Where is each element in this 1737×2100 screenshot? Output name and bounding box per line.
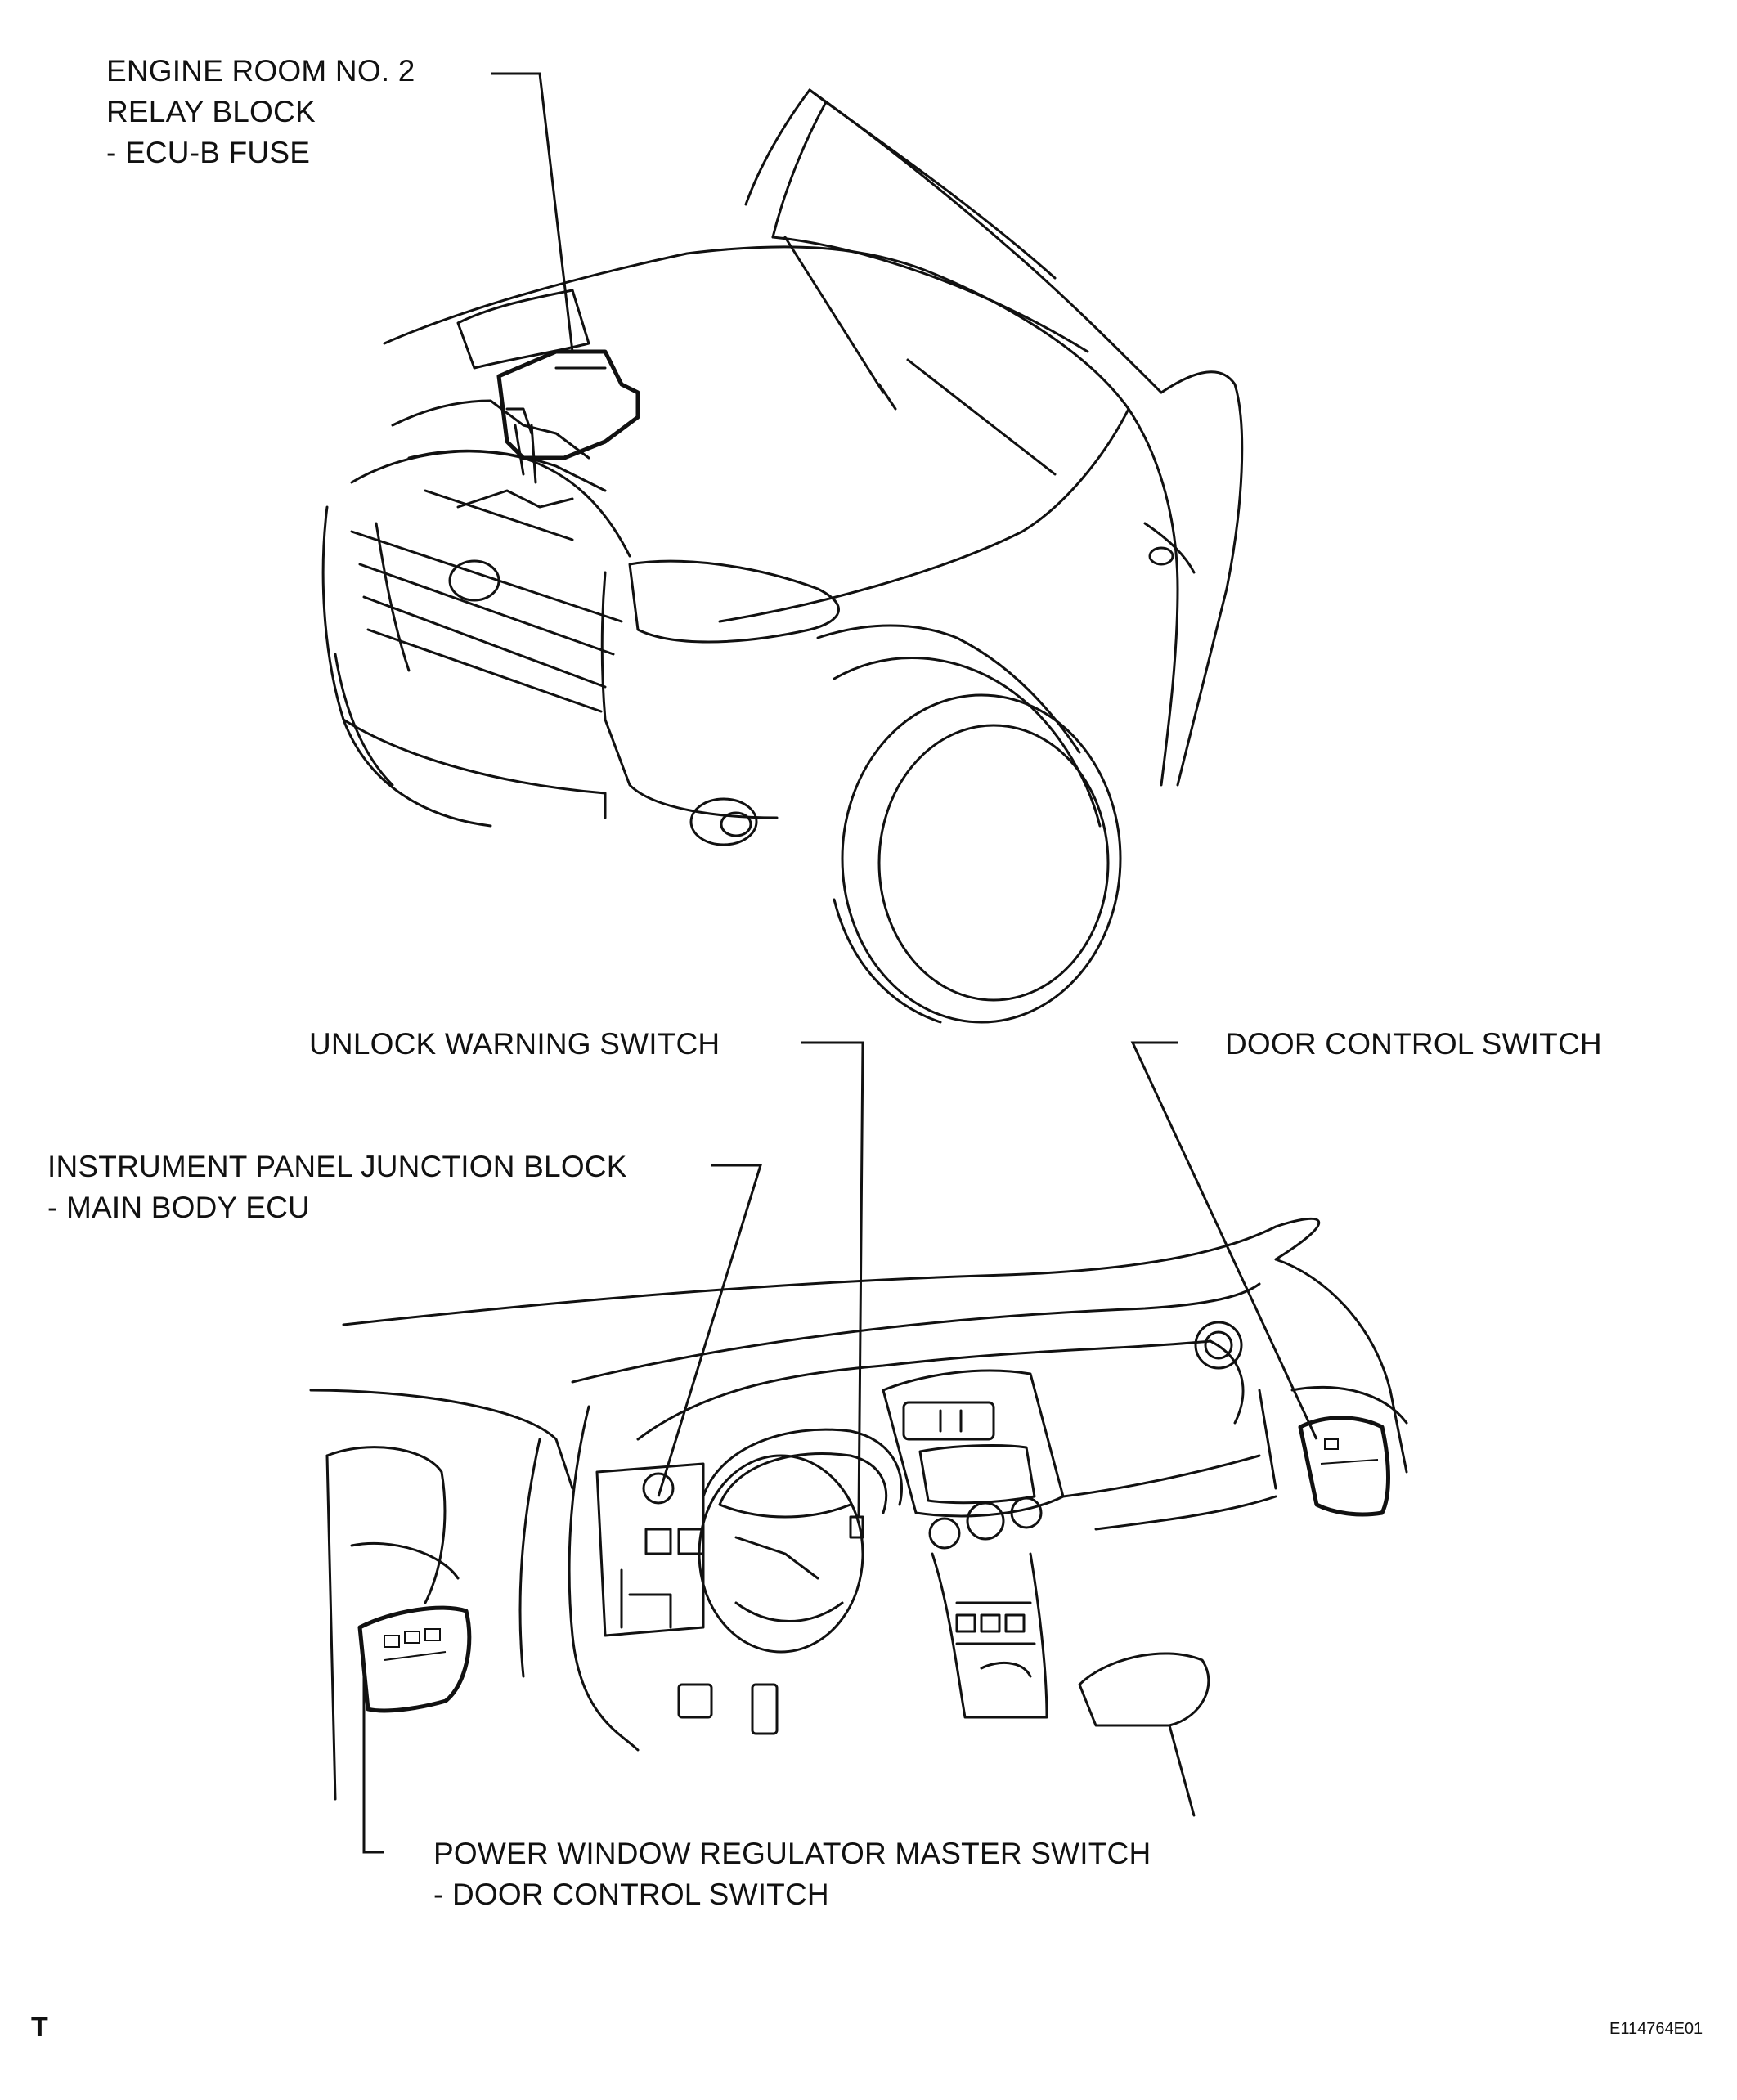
label-door-control-switch: DOOR CONTROL SWITCH xyxy=(1225,1024,1602,1065)
leader-engine-room xyxy=(491,72,574,352)
label-engine-room-relay-block: ENGINE ROOM NO. 2 RELAY BLOCK - ECU-B FU… xyxy=(106,51,415,173)
vehicle-front-illustration xyxy=(321,88,1244,1024)
label-line: RELAY BLOCK xyxy=(106,95,316,128)
label-power-window-master-switch: POWER WINDOW REGULATOR MASTER SWITCH - D… xyxy=(433,1833,1151,1915)
label-line: - MAIN BODY ECU xyxy=(47,1191,310,1224)
label-line: ENGINE ROOM NO. 2 xyxy=(106,54,415,88)
corner-mark: T xyxy=(31,2012,48,2043)
label-instrument-panel-junction-block: INSTRUMENT PANEL JUNCTION BLOCK - MAIN B… xyxy=(47,1146,627,1228)
leader-master-switch xyxy=(362,1660,384,1854)
label-line: - ECU-B FUSE xyxy=(106,136,311,169)
interior-dashboard-illustration xyxy=(309,1217,1408,1817)
leader-unlock-warning xyxy=(801,1041,864,1518)
leader-junction-block xyxy=(657,1164,763,1497)
label-line: - DOOR CONTROL SWITCH xyxy=(433,1878,829,1911)
label-line: POWER WINDOW REGULATOR MASTER SWITCH xyxy=(433,1837,1151,1870)
label-line: INSTRUMENT PANEL JUNCTION BLOCK xyxy=(47,1150,627,1183)
leader-lines xyxy=(362,72,1318,1854)
leader-door-control xyxy=(1130,1041,1318,1440)
label-unlock-warning-switch: UNLOCK WARNING SWITCH xyxy=(309,1024,720,1065)
figure-code: E114764E01 xyxy=(1609,2020,1703,2038)
label-line: DOOR CONTROL SWITCH xyxy=(1225,1027,1602,1061)
label-line: UNLOCK WARNING SWITCH xyxy=(309,1027,720,1061)
